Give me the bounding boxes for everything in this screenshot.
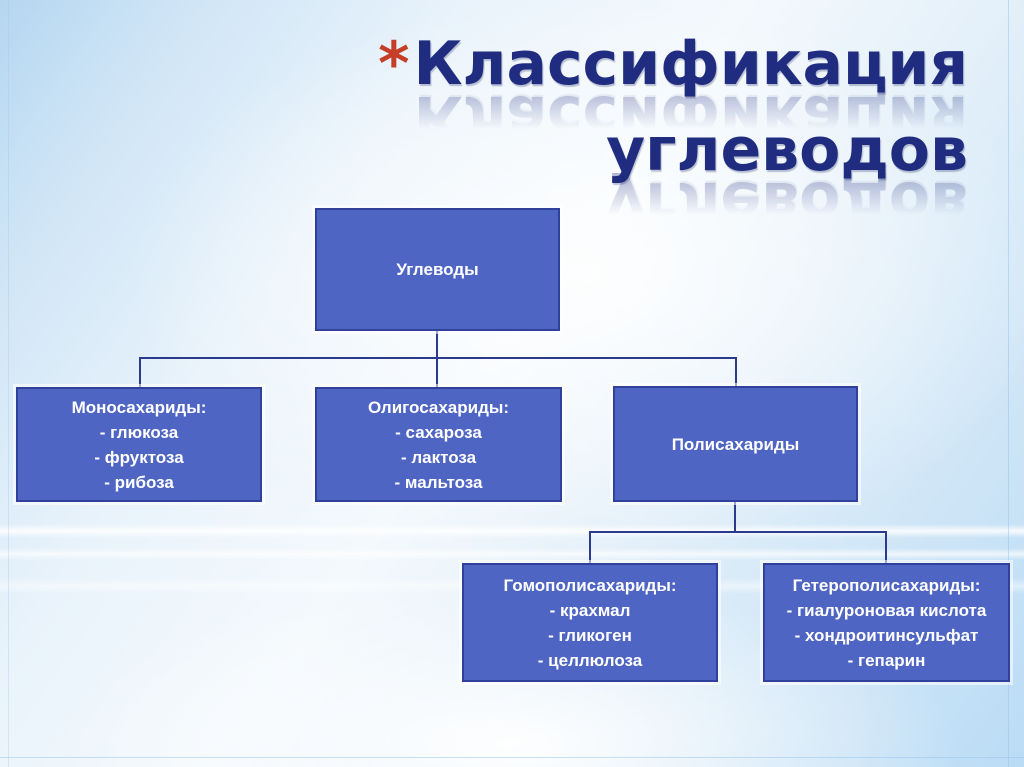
connector-drop-oligosaccharides bbox=[436, 357, 438, 387]
node-title: Олигосахариды: bbox=[367, 397, 510, 417]
node-label: Углеводы bbox=[396, 260, 479, 279]
title-line-1: *Классификация Классификация bbox=[378, 34, 968, 152]
node-oligosaccharides: Олигосахариды: - сахароза - лактоза - ма… bbox=[315, 387, 562, 502]
node-monosaccharides: Моносахариды: - глюкоза - фруктоза - риб… bbox=[16, 387, 262, 502]
title-text-1: Классификация bbox=[413, 29, 968, 99]
frame-line-bottom bbox=[0, 757, 1024, 758]
node-item: - гиалуроновая кислота bbox=[786, 600, 987, 620]
connector-drop-monosaccharides bbox=[139, 357, 141, 387]
node-title: Моносахариды: bbox=[71, 397, 207, 417]
node-title: Гетерополисахариды: bbox=[792, 575, 981, 595]
node-label: Полисахариды bbox=[671, 434, 800, 454]
title-text-2: углеводов bbox=[606, 115, 968, 185]
node-carbohydrates: Углеводы bbox=[315, 208, 560, 331]
node-item: - рибоза bbox=[104, 472, 174, 492]
node-title: Гомополисахариды: bbox=[503, 575, 677, 595]
connector-drop-polysaccharides bbox=[735, 357, 737, 386]
node-item: - фруктоза bbox=[94, 447, 184, 467]
connector-level3-horizontal bbox=[589, 531, 887, 533]
node-item: - мальтоза bbox=[394, 472, 483, 492]
node-item: - гликоген bbox=[548, 625, 632, 645]
node-item: - лактоза bbox=[400, 447, 477, 467]
background-stripe bbox=[0, 548, 1024, 560]
node-item: - глюкоза bbox=[99, 422, 179, 442]
node-item: - хондроитинсульфат bbox=[794, 625, 979, 645]
asterisk-bullet: * bbox=[378, 29, 410, 99]
connector-root-stem bbox=[436, 331, 438, 358]
node-polysaccharides: Полисахариды bbox=[613, 386, 858, 502]
title-line-2: углеводов углеводов bbox=[378, 120, 968, 238]
frame-line-left bbox=[8, 0, 9, 767]
node-item: - гепарин bbox=[847, 650, 926, 670]
connector-drop-homopolysaccharides bbox=[589, 531, 591, 563]
node-homopolysaccharides: Гомополисахариды: - крахмал - гликоген -… bbox=[462, 563, 718, 682]
node-heteropolysaccharides: Гетерополисахариды: - гиалуроновая кисло… bbox=[763, 563, 1010, 682]
connector-drop-heteropolysaccharides bbox=[885, 531, 887, 563]
node-item: - сахароза bbox=[395, 422, 482, 442]
node-item: - целлюлоза bbox=[537, 650, 643, 670]
connector-level2-horizontal bbox=[139, 357, 737, 359]
connector-polysaccharides-stem bbox=[734, 502, 736, 533]
slide-title: *Классификация Классификация углеводов у… bbox=[378, 34, 968, 238]
node-item: - крахмал bbox=[549, 600, 631, 620]
